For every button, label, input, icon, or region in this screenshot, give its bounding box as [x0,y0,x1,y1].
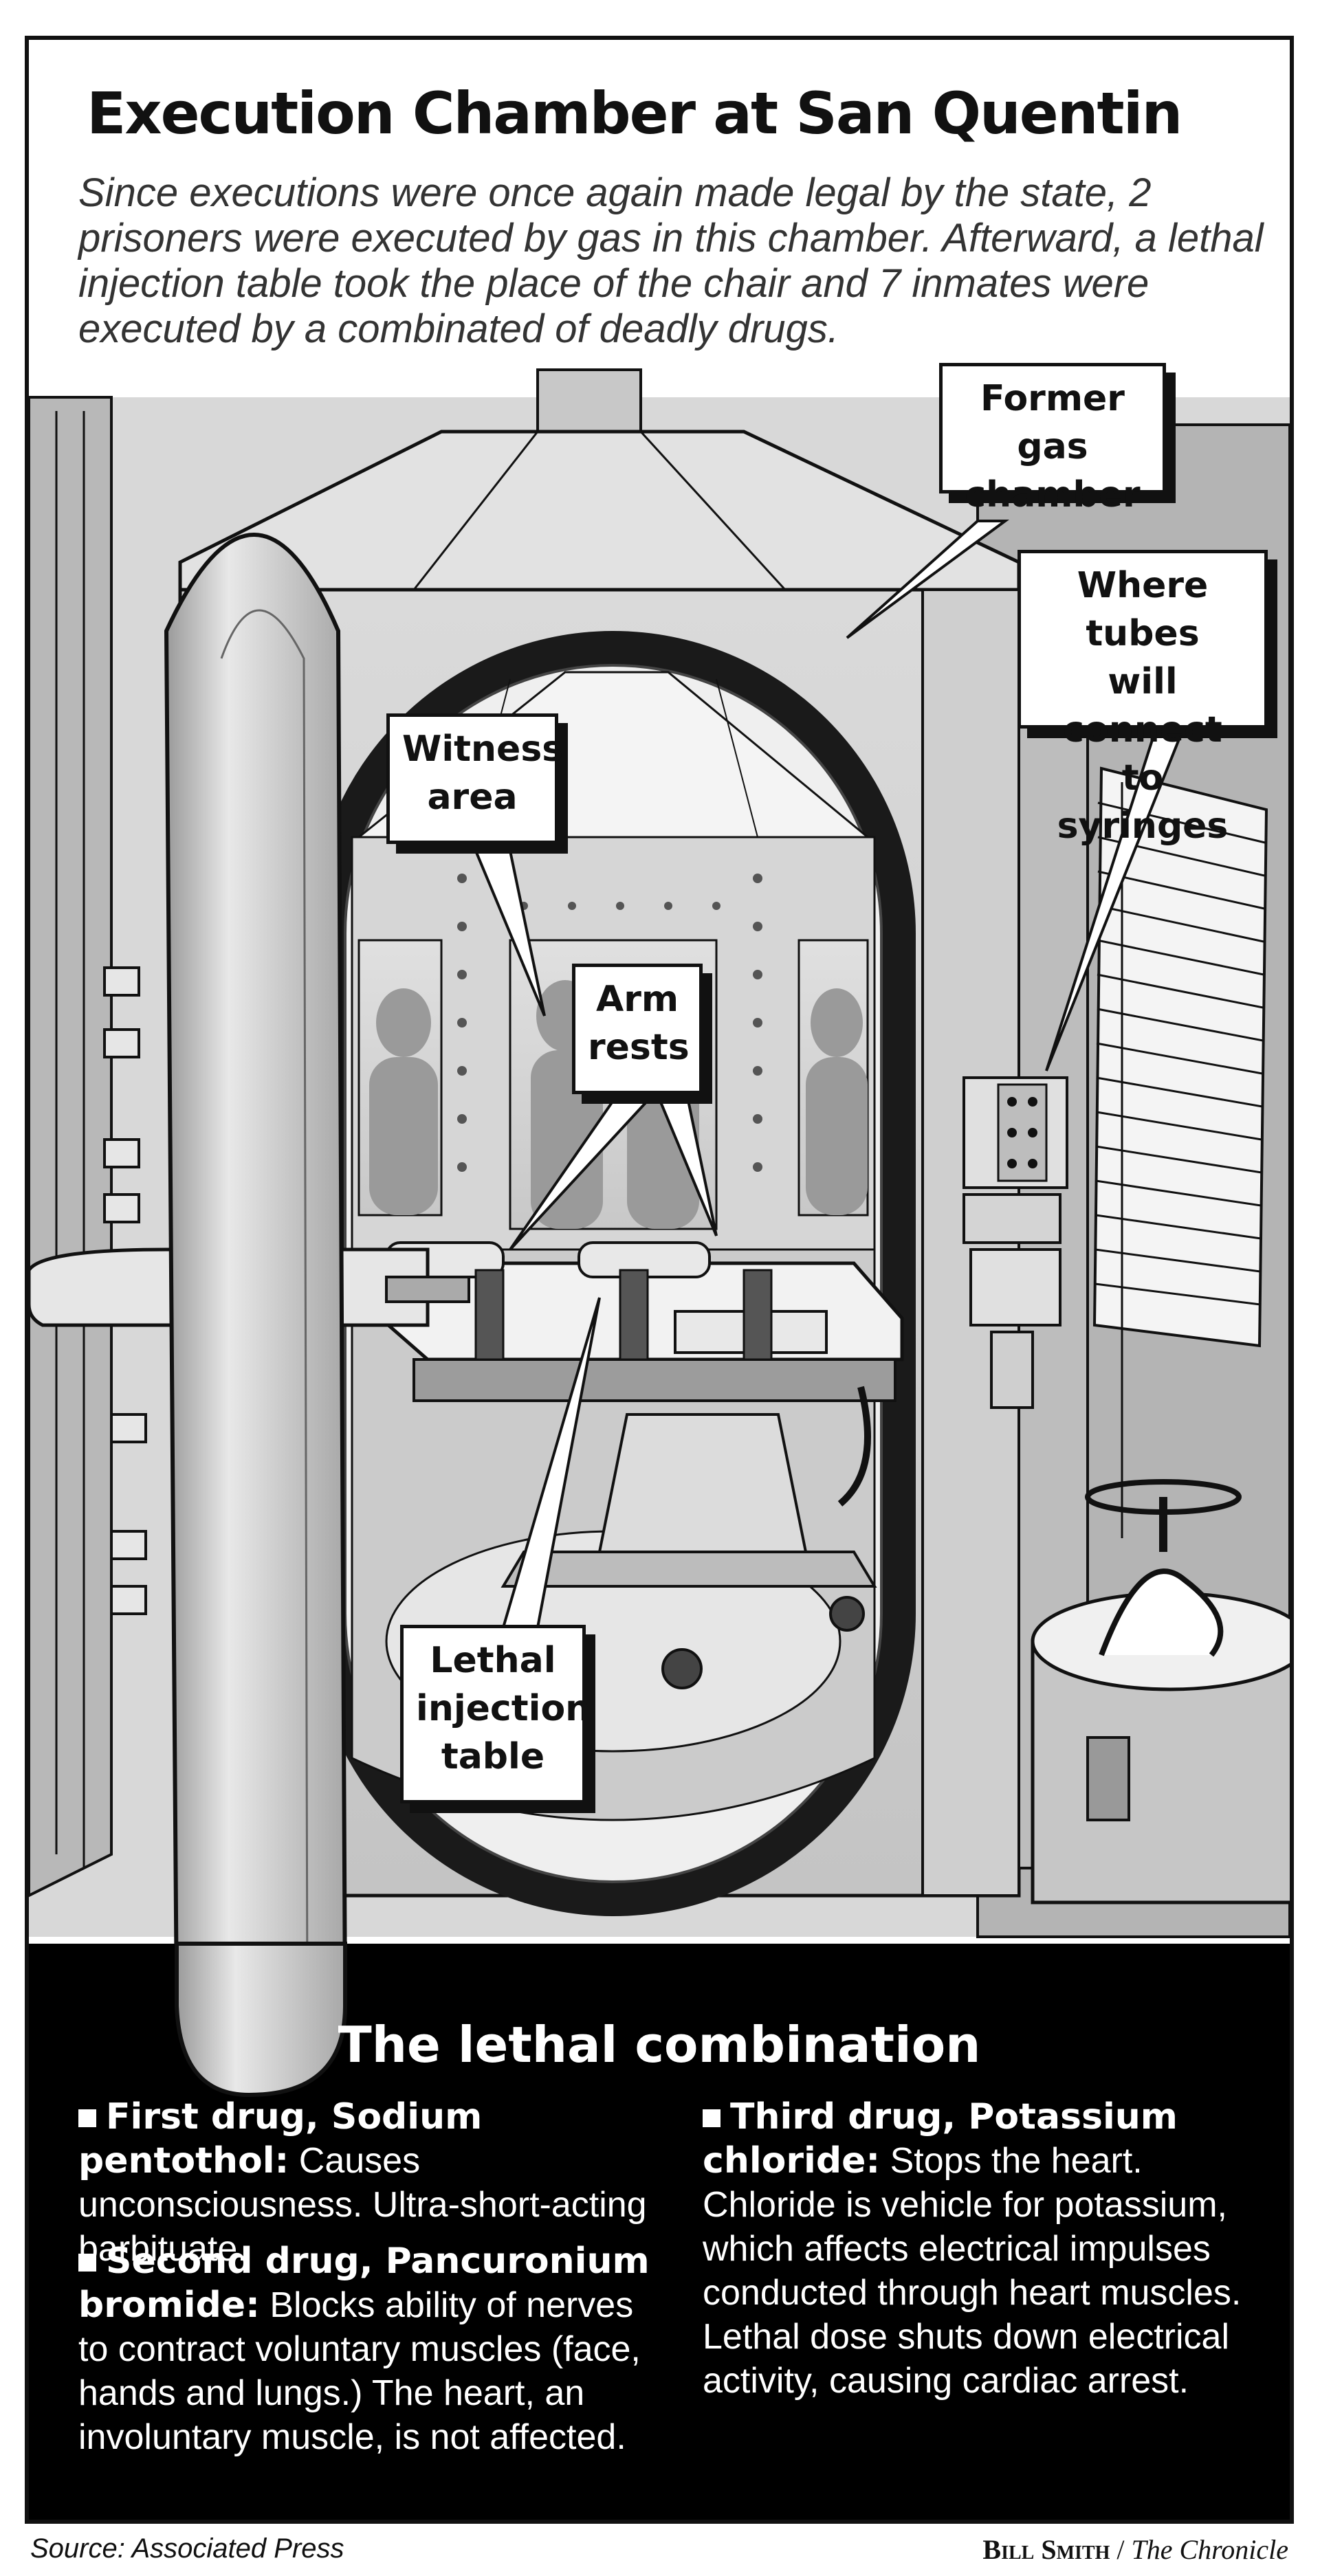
callout-tube-connection: Where tubes will connect to syringes [1018,550,1268,847]
infographic-frame: Execution Chamber at San Quentin Since e… [25,36,1294,2524]
drug-item-third: Third drug, Potassium chloride: Stops th… [703,2095,1253,2403]
credit-separator: / [1110,2534,1132,2565]
acid-canister [1031,1479,1290,1905]
combination-heading: The lethal combination [338,2016,981,2074]
tube-ports [962,1076,1068,1409]
chamber-roof [178,368,1021,592]
injection-table [371,1241,904,1689]
callout-former-gas-chamber: Former gas chamber [939,363,1166,515]
callout-witness-area: Witness area [386,713,563,844]
drug-description: Causes unconsciousness. Ultra-short-acti… [78,2141,647,2269]
callout-injection-table: Lethal injection table [400,1625,591,1803]
chamber-door [164,533,348,2098]
drug-description: Stops the heart. Chloride is vehicle for… [703,2141,1242,2401]
drug-description: Blocks ability of nerves to contract vol… [78,2285,641,2457]
page-title: Execution Chamber at San Quentin [87,80,1182,147]
publication-name: The Chronicle [1131,2534,1289,2565]
square-bullet-icon [78,2109,96,2127]
drug-heading: Third drug, Potassium chloride: [703,2096,1178,2181]
drug-heading: First drug, Sodium pentothol: [78,2096,483,2181]
window-blinds [1092,766,1268,1538]
source-credit: Source: Associated Press [30,2533,344,2564]
artist-name: Bill Smith [982,2534,1110,2565]
square-bullet-icon [78,2254,96,2272]
page-subtitle: Since executions were once again made le… [78,170,1264,351]
callout-arm-rests: Arm rests [572,964,703,1094]
artist-credit: Bill Smith / The Chronicle [982,2533,1288,2566]
door-hinges [103,966,147,1615]
callout-leaders [474,520,1186,1629]
square-bullet-icon [703,2109,720,2127]
drug-item-second: Second drug, Pancuronium bromide: Blocks… [78,2239,670,2459]
drug-item-first: First drug, Sodium pentothol: Causes unc… [78,2095,670,2271]
drug-heading: Second drug, Pancuronium bromide: [78,2241,650,2326]
